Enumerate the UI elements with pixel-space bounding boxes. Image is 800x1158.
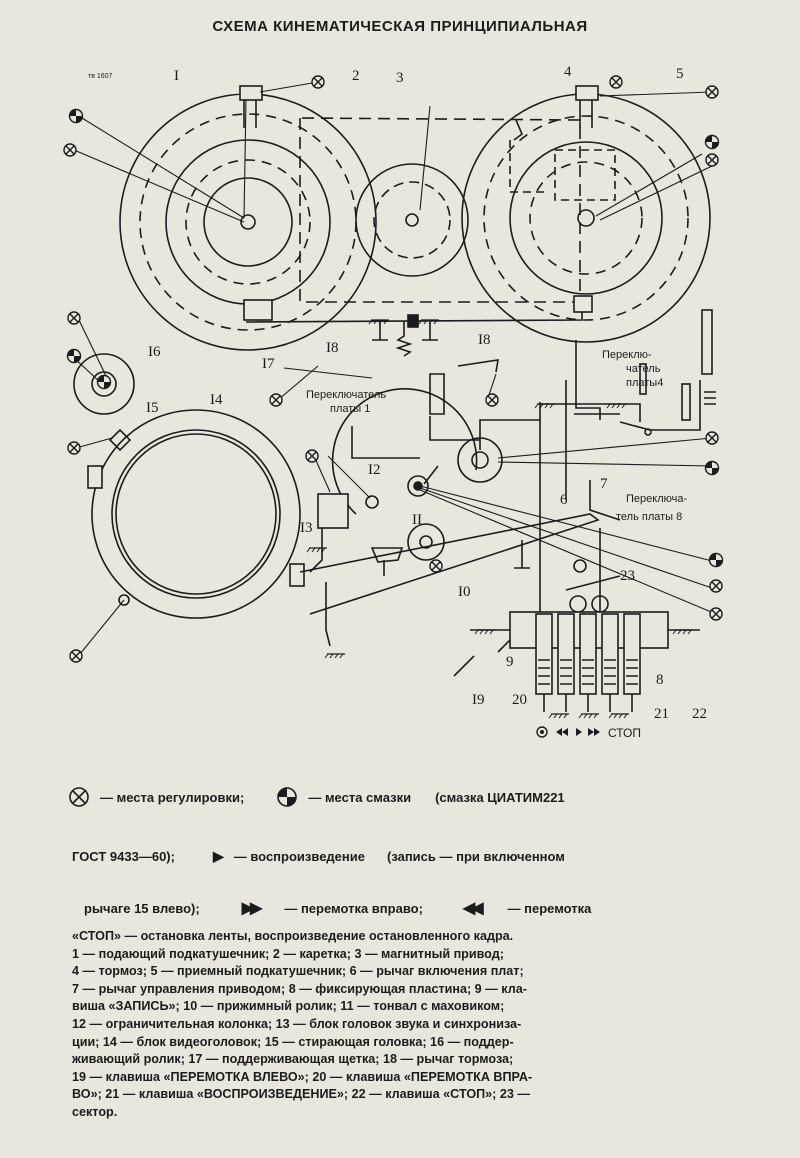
switch-plate8-line1: Переключа- <box>626 493 687 505</box>
switch-plate1-line1: Переключатель <box>306 389 386 401</box>
part-labels: I 2 3 4 5 I8 I8 I6 I7 I5 I4 I2 I3 II I0 … <box>146 64 707 722</box>
label-10: I0 <box>458 584 471 600</box>
control-levers <box>429 340 701 620</box>
corner-note: тв 1607 <box>88 73 113 80</box>
sound-head-linkage <box>299 493 600 647</box>
legend-row-2: ГОСТ 9433—60); ▶ — воспроизведение (запи… <box>72 848 752 865</box>
label-21: 21 <box>654 706 669 722</box>
fast-forward-key-icon <box>588 728 600 736</box>
key-symbols: СТОП <box>536 726 641 740</box>
record-key-icon <box>536 726 548 738</box>
label-17: I7 <box>262 356 275 372</box>
adjustment-place-icon <box>69 787 89 807</box>
label-12: I2 <box>368 462 381 478</box>
play-icon: ▶ <box>212 848 224 864</box>
caption-line: 7 — рычаг управления приводом; 8 — фикси… <box>72 981 527 996</box>
switch-plate4-line1: Переклю- <box>602 349 652 361</box>
leader-lines <box>73 81 717 655</box>
kinematic-diagram: тв 1607 <box>63 64 724 740</box>
legend-row-3: рычаге 15 влево); ▶▶ — перемотка вправо;… <box>84 898 764 918</box>
label-20: 20 <box>512 692 527 708</box>
switch-plate4-line2: чатель <box>626 363 661 375</box>
label-15: I5 <box>146 400 159 416</box>
caption-line: 4 — тормоз; 5 — приемный подкатушечник; … <box>72 964 524 979</box>
label-4: 4 <box>564 64 572 80</box>
caption-line: ВО»; 21 — клавиша «ВОСПРОИЗВЕДЕНИЕ»; 22 … <box>72 1087 530 1102</box>
legend-lever-text: рычаге 15 влево); <box>84 900 200 916</box>
stop-key-label: СТОП <box>608 726 641 740</box>
caption-line: 12 — ограничительная колонка; 13 — блок … <box>72 1016 522 1031</box>
video-head-block <box>87 409 305 619</box>
label-9: 9 <box>506 654 514 670</box>
legend-play-text: — воспроизведение <box>233 849 365 864</box>
label-1: I <box>174 68 179 84</box>
legend-play-note: (запись — при включенном <box>386 849 565 864</box>
label-19: I9 <box>472 692 485 708</box>
label-23: 23 <box>620 568 635 584</box>
magnetic-drive <box>355 163 469 277</box>
label-18a: I8 <box>326 340 339 356</box>
caption-line: ции; 14 — блок видеоголовок; 15 — стираю… <box>72 1034 514 1049</box>
label-22: 22 <box>692 706 707 722</box>
legend-adjust-text: — места регулировки; <box>100 789 245 805</box>
legend-ff-text: — перемотка вправо; <box>284 900 423 916</box>
page-title: СХЕМА КИНЕМАТИЧЕСКАЯ ПРИНЦИПИАЛЬНАЯ <box>212 18 588 35</box>
label-11: II <box>412 512 422 528</box>
key-block <box>453 611 700 712</box>
switch-plate8-line2: тель платы 8 <box>616 511 682 523</box>
rewind-icon: ◀◀ <box>462 900 484 917</box>
caption-line: сектор. <box>72 1104 118 1119</box>
caption-line: «СТОП» — остановка ленты, воспроизведени… <box>72 929 514 943</box>
caption-line: живающий ролик; 17 — поддерживающая щетк… <box>72 1052 514 1067</box>
legend-rew-text: — перемотка <box>507 900 592 916</box>
legend-gost-text: ГОСТ 9433—60); <box>72 849 175 864</box>
rewind-key-icon <box>556 728 568 736</box>
label-5: 5 <box>676 66 684 82</box>
label-18b: I8 <box>478 332 491 348</box>
label-8: 8 <box>656 672 664 688</box>
play-key-icon <box>576 728 582 736</box>
label-13: I3 <box>300 520 313 536</box>
switch-plate4-line3: платы4 <box>626 377 663 389</box>
caption-line: виша «ЗАПИСЬ»; 10 — прижимный ролик; 11 … <box>72 999 505 1014</box>
lubrication-place-icon <box>277 787 298 807</box>
label-2: 2 <box>352 68 360 84</box>
brake-lever <box>243 295 593 357</box>
legend-row-1: — места регулировки; — места смазки (сма… <box>68 786 748 808</box>
switch-plate1-line2: платы 1 <box>330 403 370 415</box>
legend-lube-text: — места смазки <box>308 789 412 805</box>
parts-caption: «СТОП» — остановка ленты, воспроизведени… <box>72 928 732 1122</box>
takeup-reel <box>461 85 711 343</box>
label-16: I6 <box>148 344 161 360</box>
switch-blocks <box>639 309 716 421</box>
label-7: 7 <box>600 476 608 492</box>
fast-forward-icon: ▶▶ <box>241 900 263 917</box>
caption-line: 1 — подающий подкатушечник; 2 — каретка;… <box>72 946 504 961</box>
label-6: 6 <box>560 492 568 508</box>
capstan-flywheel <box>331 359 503 561</box>
label-3: 3 <box>396 70 404 86</box>
label-14: I4 <box>210 392 223 408</box>
caption-line: 19 — клавиша «ПЕРЕМОТКА ВЛЕВО»; 20 — кла… <box>72 1069 533 1084</box>
legend-lube-note: (смазка ЦИАТИМ221 <box>435 789 565 805</box>
